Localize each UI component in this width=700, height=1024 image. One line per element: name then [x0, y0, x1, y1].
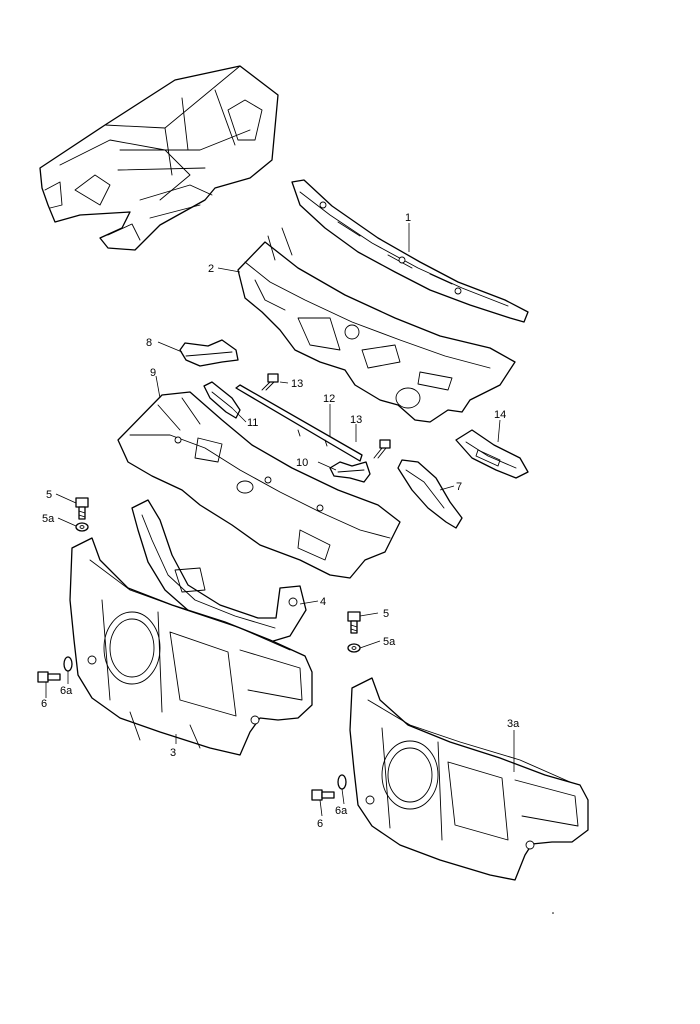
part-3-front-panel — [69, 537, 313, 756]
callout-6a-right: 6a — [335, 805, 348, 817]
bolt-5-left — [75, 497, 89, 520]
callout-3a: 3a — [507, 718, 520, 730]
callout-5-right: 5 — [383, 608, 389, 620]
callout-3: 3 — [170, 747, 176, 759]
washer-6a-left — [63, 656, 73, 672]
part-13-bolt-mid — [373, 439, 391, 459]
callout-13-top: 13 — [291, 378, 303, 390]
bolt-6-right — [311, 789, 335, 801]
callout-10: 10 — [296, 457, 308, 469]
part-7-bracket — [397, 459, 463, 529]
part-3a-front-panel — [349, 677, 589, 881]
callout-6-left: 6 — [41, 698, 47, 710]
part-10-bracket — [329, 461, 371, 483]
callout-6-right: 6 — [317, 818, 323, 830]
callout-8: 8 — [146, 337, 152, 349]
bolt-6-left — [37, 671, 61, 683]
part-12-rod — [235, 384, 363, 462]
callout-labels: 1 2 8 9 13 12 11 13 14 10 7 5 5a 4 6a 6 … — [41, 212, 520, 830]
part-14-bracket — [455, 429, 529, 479]
callout-13-mid: 13 — [350, 414, 362, 426]
callout-14: 14 — [494, 409, 506, 421]
callout-6a-left: 6a — [60, 685, 73, 697]
callout-7: 7 — [456, 481, 462, 493]
part-2-bulkhead — [237, 227, 516, 423]
part-8-bracket — [179, 339, 239, 367]
callout-11: 11 — [247, 417, 258, 429]
washer-5a-left — [75, 522, 89, 532]
washer-6a-right — [337, 774, 347, 790]
callout-4: 4 — [320, 596, 326, 608]
bolt-5-right — [347, 611, 361, 634]
callout-5a-right: 5a — [383, 636, 396, 648]
callout-9: 9 — [150, 367, 156, 379]
leader-lines — [45, 223, 515, 817]
part-9-cowl-panel — [117, 391, 401, 579]
callout-12: 12 — [323, 393, 335, 405]
part-1-plenum-cover — [291, 179, 529, 323]
callout-1: 1 — [405, 212, 411, 224]
part-4-tie-bar — [131, 499, 307, 643]
washer-5a-right — [347, 643, 361, 653]
stray-dot — [552, 912, 554, 914]
callout-5a-left: 5a — [42, 513, 55, 525]
callout-2: 2 — [208, 263, 214, 275]
car-body-overview — [39, 65, 279, 251]
callout-5-left: 5 — [46, 489, 52, 501]
part-13-bolt-top — [261, 373, 279, 391]
